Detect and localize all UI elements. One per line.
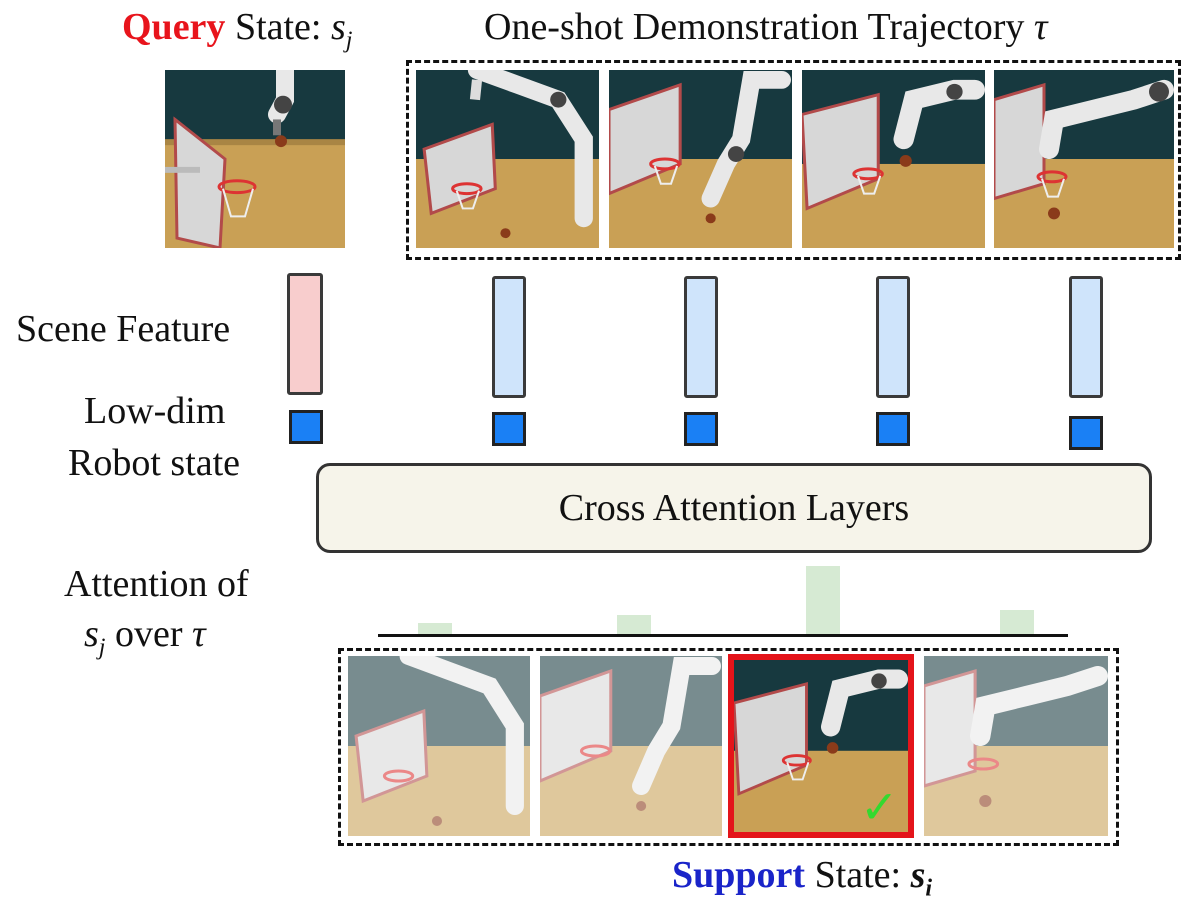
demo-robot-state-3 [876,412,910,446]
support-selected-border [728,654,914,838]
demo-frame-3 [802,70,985,248]
lowdim-label-line2: Robot state [68,442,241,484]
demo-frame-2 [609,70,792,248]
attention-baseline [378,634,1068,637]
cross-attention-block: Cross Attention Layers [316,463,1152,553]
attention-bar-3 [806,566,840,634]
demo-scene-feature-3 [876,276,910,398]
scene-feature-label: Scene Feature [16,308,231,350]
support-word: Support [672,854,806,896]
demo-tau-symbol: τ [1033,6,1048,48]
query-image [165,70,345,248]
query-robot-state [289,410,323,444]
support-subscript: i [925,875,933,902]
demo-robot-state-2 [684,412,718,446]
demo-scene-feature-4 [1069,276,1103,398]
demo-robot-state-1 [492,412,526,446]
support-frame-4 [924,656,1108,836]
demo-frame-1 [416,70,599,248]
check-icon: ✓ [860,780,899,834]
demo-title-text: One-shot Demonstration Trajectory [484,6,1034,48]
attention-bar-4 [1000,610,1034,634]
support-frame-3-selected [734,660,908,832]
support-title-rest: State: [805,854,911,896]
query-title: Query State: sj [122,8,352,53]
cross-attention-label: Cross Attention Layers [558,487,910,529]
support-title: Support State: si [672,856,932,901]
query-title-rest: State: [225,6,331,48]
demo-frame-4 [994,70,1174,248]
demo-title: One-shot Demonstration Trajectory τ [484,8,1047,46]
support-frames-box [338,648,1119,846]
attention-symbol: s [84,613,99,655]
query-symbol: s [330,6,346,48]
query-word: Query [122,6,226,48]
query-subscript: j [345,27,353,54]
support-frame-1 [348,656,530,836]
attention-bar-2 [617,615,651,634]
attention-subscript: j [98,634,106,661]
support-symbol: s [910,854,926,896]
attention-label-line1: Attention of [64,563,249,605]
attention-over: over [105,613,192,655]
demo-scene-feature-2 [684,276,718,398]
query-scene-feature [287,273,323,395]
support-frame-2 [540,656,722,836]
demo-robot-state-4 [1069,416,1103,450]
demo-trajectory-box [406,60,1181,260]
attention-bar-1 [418,623,452,634]
demo-scene-feature-1 [492,276,526,398]
attention-label-line2: sj over τ [84,615,206,660]
attention-tau: τ [192,613,206,655]
lowdim-label-line1: Low-dim [84,390,226,432]
